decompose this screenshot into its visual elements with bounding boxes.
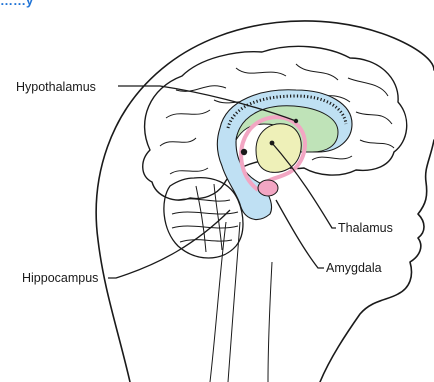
label-hippocampus: Hippocampus <box>22 271 98 285</box>
label-amygdala: Amygdala <box>326 261 382 275</box>
amygdala-shape <box>258 180 278 196</box>
label-thalamus: Thalamus <box>338 221 393 235</box>
label-hypothalamus: Hypothalamus <box>16 80 96 94</box>
header-fragment: ……y <box>0 0 34 8</box>
inner-region <box>256 124 301 173</box>
cerebellum <box>164 178 243 258</box>
